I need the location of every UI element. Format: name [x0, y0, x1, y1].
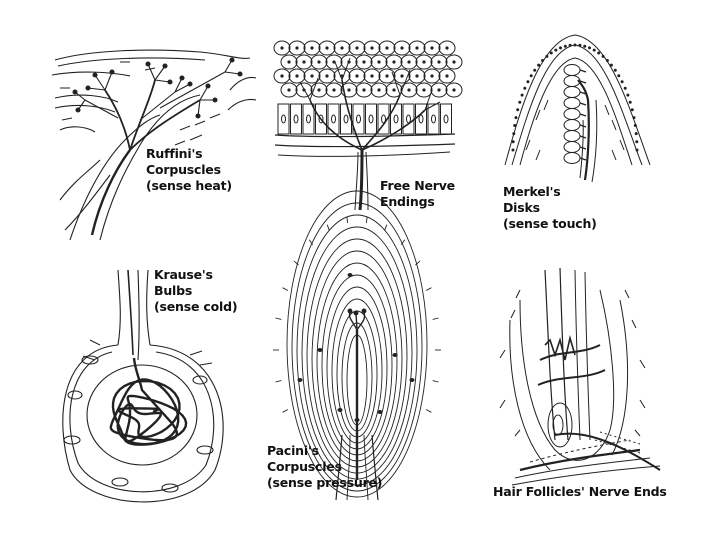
caption-line: (sense touch): [503, 216, 597, 232]
hair-follicle-caption: Hair Follicles' Nerve Ends: [493, 484, 667, 500]
caption-line: Hair Follicles' Nerve Ends: [493, 484, 667, 500]
caption-line: (sense heat): [146, 178, 232, 194]
caption-line: Ruffini's: [146, 146, 232, 162]
caption-line: Merkel's: [503, 184, 597, 200]
caption-line: Endings: [380, 194, 455, 210]
free-nerve-caption: Free Nerve Endings: [380, 178, 455, 210]
pacini-caption: Pacini's Corpuscles (sense pressure): [267, 443, 382, 491]
caption-line: Krause's: [154, 267, 237, 283]
caption-line: Corpuscles: [146, 162, 232, 178]
caption-line: (sense pressure): [267, 475, 382, 491]
ruffini-caption: Ruffini's Corpuscles (sense heat): [146, 146, 232, 194]
caption-line: Bulbs: [154, 283, 237, 299]
caption-line: Pacini's: [267, 443, 382, 459]
merkel-caption: Merkel's Disks (sense touch): [503, 184, 597, 232]
caption-line: Disks: [503, 200, 597, 216]
merkel-disks-drawing: [505, 35, 650, 182]
krause-caption: Krause's Bulbs (sense cold): [154, 267, 237, 315]
caption-line: (sense cold): [154, 299, 237, 315]
caption-line: Free Nerve: [380, 178, 455, 194]
hair-follicle-drawing: [500, 268, 660, 485]
caption-line: Corpuscles: [267, 459, 382, 475]
